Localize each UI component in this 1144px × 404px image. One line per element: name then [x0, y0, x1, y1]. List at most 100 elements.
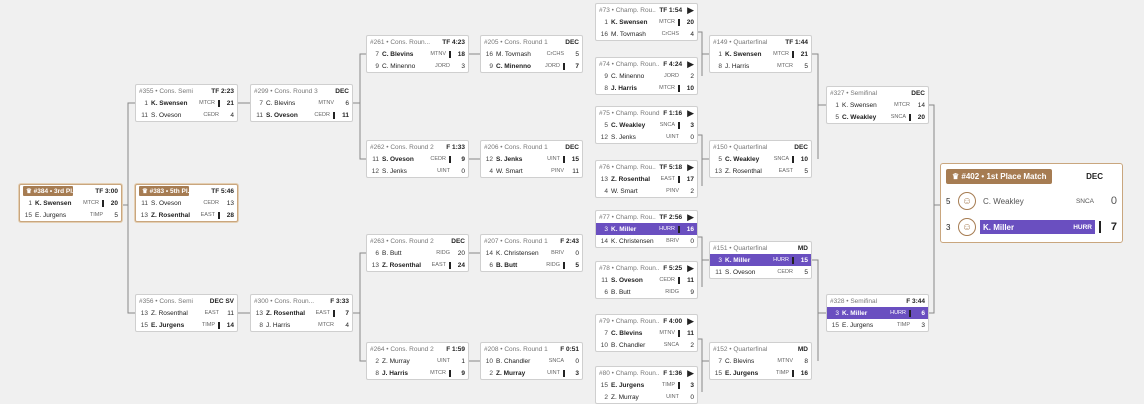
team-code: MTCR: [318, 322, 334, 328]
play-video-icon[interactable]: ▶: [687, 367, 694, 378]
play-video-icon[interactable]: ▶: [687, 211, 694, 222]
score: 5: [575, 50, 579, 58]
final-row[interactable]: 5 ☺ C. Weakley SNCA 0: [941, 188, 1122, 214]
play-video-icon[interactable]: ▶: [687, 4, 694, 15]
play-video-icon[interactable]: ▶: [687, 58, 694, 69]
score: 24: [449, 261, 465, 269]
final-row[interactable]: 3 ☺ K. Miller HURR 7: [941, 214, 1122, 240]
final-match-card[interactable]: ♛ #402 • 1st Place Match DEC 5 ☺ C. Weak…: [940, 163, 1123, 243]
play-video-icon[interactable]: ▶: [687, 161, 694, 172]
placement-badge: ♛ #383 • 5th Pl...: [139, 186, 189, 196]
play-video-icon[interactable]: ▶: [687, 315, 694, 326]
match-result: F 2:43: [560, 237, 579, 245]
play-video-icon[interactable]: ▶: [687, 107, 694, 118]
play-video-icon[interactable]: ▶: [687, 262, 694, 273]
